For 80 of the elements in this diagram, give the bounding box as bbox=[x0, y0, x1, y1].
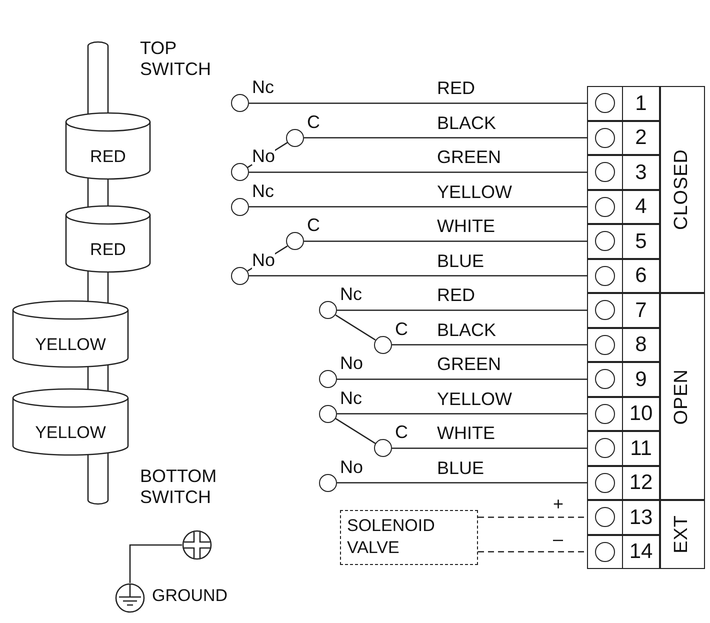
wire bbox=[304, 240, 587, 242]
wire bbox=[249, 275, 587, 276]
terminal-number: 6 bbox=[634, 263, 648, 289]
wire-label: YELLOW bbox=[437, 390, 512, 408]
contact-label: Nc bbox=[252, 78, 274, 96]
group-label: CLOSED bbox=[670, 149, 694, 230]
contact-label: No bbox=[340, 458, 364, 476]
contact-label: No bbox=[252, 250, 276, 269]
terminal-cell bbox=[587, 466, 660, 500]
wire bbox=[304, 137, 587, 138]
terminal-cell bbox=[587, 155, 660, 190]
contact-label: No bbox=[340, 354, 364, 372]
contact-label: C bbox=[395, 423, 408, 442]
terminal-number: 5 bbox=[634, 228, 648, 254]
terminal-cell bbox=[587, 362, 660, 396]
wire bbox=[249, 172, 587, 173]
contact-label: C bbox=[307, 112, 320, 131]
contact-label: C bbox=[395, 320, 408, 338]
wire bbox=[392, 448, 587, 449]
terminal-number: 9 bbox=[634, 366, 648, 392]
terminal-number: 12 bbox=[628, 470, 654, 496]
terminal-cell bbox=[587, 328, 660, 362]
wire bbox=[337, 482, 587, 484]
wire-label: YELLOW bbox=[437, 182, 512, 201]
terminal-group-cell bbox=[660, 293, 705, 500]
terminal-number: 4 bbox=[634, 194, 648, 220]
switch-label: BOTTOM SWITCH bbox=[140, 466, 218, 508]
terminal-cell bbox=[587, 190, 660, 224]
terminal-number: 8 bbox=[634, 332, 648, 358]
device-label: SOLENOID VALVE bbox=[346, 515, 436, 559]
terminal-number: 14 bbox=[628, 539, 654, 565]
float-label: RED bbox=[89, 241, 127, 258]
float-label: YELLOW bbox=[34, 336, 107, 353]
float-label: RED bbox=[89, 148, 127, 165]
terminal-number: 3 bbox=[634, 160, 648, 186]
float-label: YELLOW bbox=[34, 424, 107, 441]
group-label: OPEN bbox=[670, 368, 694, 424]
wire-label: BLACK bbox=[437, 320, 496, 339]
terminal-cell bbox=[587, 534, 660, 569]
terminal-cell bbox=[587, 120, 660, 155]
terminal-cell bbox=[587, 86, 660, 120]
terminal-cell bbox=[587, 293, 660, 328]
contact-label: C bbox=[307, 216, 320, 234]
wire-label: BLUE bbox=[437, 252, 484, 270]
switch-label: TOP SWITCH bbox=[140, 38, 212, 80]
wire bbox=[337, 310, 587, 311]
terminal-cell bbox=[587, 396, 660, 431]
contact-label: Nc bbox=[340, 388, 362, 407]
terminal-number: 10 bbox=[628, 401, 654, 427]
contact-label: No bbox=[252, 147, 276, 166]
wire bbox=[478, 551, 587, 552]
switch-lever bbox=[335, 314, 376, 341]
wire-label: BLUE bbox=[437, 458, 484, 477]
terminal-group-cell bbox=[660, 500, 705, 569]
ground-label: GROUND bbox=[152, 587, 228, 604]
terminal-cell bbox=[587, 258, 660, 293]
contact-label: Nc bbox=[252, 182, 274, 200]
wire bbox=[129, 544, 182, 583]
wire bbox=[249, 102, 587, 104]
switch-lever bbox=[335, 418, 376, 444]
terminal-number: 13 bbox=[628, 504, 654, 530]
group-label: EXT bbox=[670, 515, 694, 554]
terminal-group-cell bbox=[660, 86, 705, 293]
device-box bbox=[340, 510, 478, 565]
wire bbox=[392, 344, 587, 346]
wire bbox=[478, 516, 587, 518]
terminal-cell bbox=[587, 431, 660, 466]
contact-label: Nc bbox=[340, 285, 362, 304]
terminal-cell bbox=[587, 224, 660, 258]
terminal-number: 2 bbox=[634, 125, 648, 151]
terminal-number: 7 bbox=[634, 298, 648, 324]
terminal-number: 11 bbox=[629, 436, 653, 462]
terminal-number: 1 bbox=[634, 90, 648, 116]
terminal-cell bbox=[587, 500, 660, 534]
wire bbox=[249, 206, 587, 208]
wire-label: GREEN bbox=[437, 148, 502, 166]
wire bbox=[337, 413, 587, 414]
wire-label: BLACK bbox=[437, 114, 496, 132]
wire bbox=[337, 378, 587, 380]
wire-label: GREEN bbox=[437, 355, 502, 374]
